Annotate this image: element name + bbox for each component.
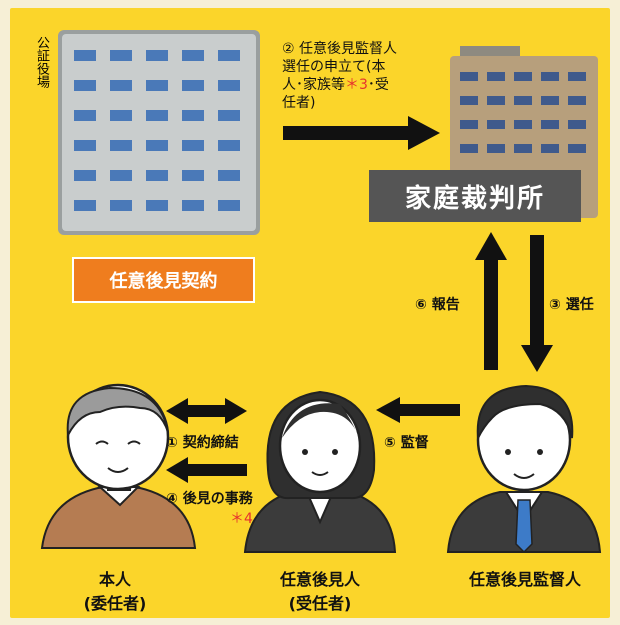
step2-note-mark: ＊3 <box>345 77 368 93</box>
step2-petition-text: ② 任意後見監督人 選任の申立て(本 人･家族等＊3･受 任者) <box>282 40 442 112</box>
arrow-supervision <box>376 397 460 423</box>
building-window <box>182 200 204 211</box>
building-window <box>110 110 132 121</box>
building-window <box>487 120 505 129</box>
building-window <box>182 110 204 121</box>
building-window <box>541 144 559 153</box>
building-window <box>218 200 240 211</box>
building-window <box>218 170 240 181</box>
step4-affairs-label: ④ 後見の事務 <box>166 491 253 507</box>
arrow-report-up <box>475 232 507 370</box>
building-window <box>218 110 240 121</box>
building-window <box>146 110 168 121</box>
guardian-caption-line1: 任意後見人 <box>279 570 360 589</box>
step4-note-mark: ＊4 <box>230 511 253 527</box>
building-window <box>218 140 240 151</box>
supervisor-caption-line1: 任意後見監督人 <box>468 570 581 589</box>
building-window <box>514 72 532 81</box>
building-window <box>110 80 132 91</box>
building-window <box>218 80 240 91</box>
building-window <box>110 170 132 181</box>
building-window <box>460 120 478 129</box>
arrow-to-court <box>283 116 440 150</box>
building-window <box>146 200 168 211</box>
arrow-appoint-down <box>521 235 553 372</box>
guardian-person-illustration <box>243 390 397 553</box>
principal-caption-line2: (委任者) <box>83 594 147 613</box>
step2-line1: ② 任意後見監督人 <box>282 41 398 57</box>
building-window <box>146 170 168 181</box>
building-window <box>74 80 96 91</box>
building-window <box>182 50 204 61</box>
supervisor-person-illustration <box>446 384 602 554</box>
arrow-guardian-affairs <box>166 457 247 483</box>
building-window <box>460 144 478 153</box>
building-window <box>541 72 559 81</box>
building-window <box>541 96 559 105</box>
step2-line2: 選任の申立て(本 <box>282 59 386 75</box>
building-window <box>182 140 204 151</box>
building-window <box>218 50 240 61</box>
step2-line3b: ･受 <box>367 77 389 93</box>
principal-caption-line1: 本人 <box>98 570 131 589</box>
family-court-label: 家庭裁判所 <box>369 170 581 222</box>
building-window <box>541 120 559 129</box>
building-window <box>146 50 168 61</box>
principal-person-illustration <box>40 383 197 549</box>
building-window <box>568 120 586 129</box>
voluntary-guardianship-contract-box: 任意後見契約 <box>72 257 255 303</box>
step6-report-label: ⑥ 報告 <box>415 297 460 313</box>
notary-office-label: 公証役場 <box>34 36 49 88</box>
building-window <box>460 96 478 105</box>
building-window <box>568 144 586 153</box>
building-window <box>182 170 204 181</box>
building-window <box>460 72 478 81</box>
building-window <box>487 96 505 105</box>
building-window <box>110 50 132 61</box>
building-window <box>74 200 96 211</box>
building-window <box>74 110 96 121</box>
step1-contract-label: ① 契約締結 <box>166 435 239 451</box>
step2-line3a: 人･家族等 <box>282 77 345 93</box>
step2-line4: 任者) <box>282 95 316 111</box>
building-window <box>74 50 96 61</box>
building-window <box>146 140 168 151</box>
principal-caption: 本人 (委任者) <box>40 568 190 616</box>
building-window <box>182 80 204 91</box>
building-window <box>568 72 586 81</box>
building-window <box>487 144 505 153</box>
building-window <box>146 80 168 91</box>
building-window <box>110 200 132 211</box>
guardian-caption: 任意後見人 (受任者) <box>245 568 395 616</box>
building-window <box>487 72 505 81</box>
building-window <box>74 140 96 151</box>
step3-appoint-label: ③ 選任 <box>549 297 594 313</box>
building-window <box>74 170 96 181</box>
step5-supervision-label: ⑤ 監督 <box>384 435 429 451</box>
guardian-caption-line2: (受任者) <box>288 594 352 613</box>
arrow-contract-bidirectional <box>166 398 247 424</box>
building-window <box>514 144 532 153</box>
supervisor-caption: 任意後見監督人 <box>440 568 610 592</box>
notary-office-building <box>58 30 260 235</box>
building-window <box>110 140 132 151</box>
building-window <box>514 96 532 105</box>
building-window <box>568 96 586 105</box>
building-window <box>514 120 532 129</box>
